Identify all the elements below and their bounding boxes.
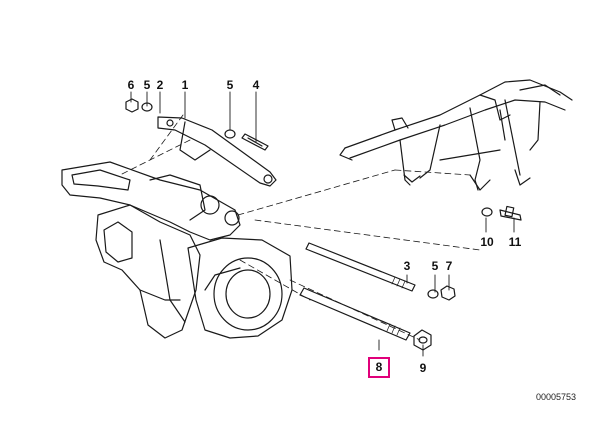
callout-9: 9 [419, 361, 427, 375]
callout-10: 10 [480, 235, 494, 249]
leader-lines [130, 91, 515, 357]
callout-3: 3 [403, 259, 411, 273]
callout-1: 1 [181, 78, 189, 92]
callout-7: 7 [445, 259, 453, 273]
document-number: 00005753 [535, 392, 576, 402]
callout-2: 2 [156, 78, 164, 92]
long-studs [299, 242, 416, 341]
nuts-washers-top [125, 98, 269, 151]
upper-link [157, 116, 277, 187]
engine-housing [61, 161, 293, 339]
callout-5-mid: 5 [226, 78, 234, 92]
bolt-and-washer [481, 205, 522, 221]
callout-5-top: 5 [143, 78, 151, 92]
callout-5-bottom: 5 [431, 259, 439, 273]
callout-6-top: 6 [127, 78, 135, 92]
callout-8-highlighted[interactable]: 8 [368, 357, 390, 378]
callout-11: 11 [508, 235, 522, 249]
callout-4: 4 [252, 78, 260, 92]
stud-nuts [413, 285, 456, 351]
rear-frame [339, 79, 573, 191]
